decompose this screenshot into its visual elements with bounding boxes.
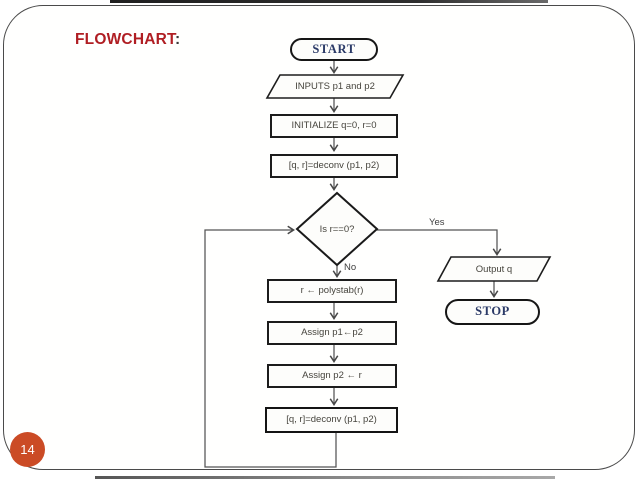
inputs-io-shape	[265, 74, 405, 99]
output-io-shape	[436, 256, 552, 282]
deconv2-text: [q, r]=deconv (p1, p2)	[286, 413, 377, 425]
previous-slide-edge	[110, 0, 548, 3]
output-text: Output q	[475, 263, 513, 275]
stop-terminator: STOP	[445, 299, 540, 325]
inputs-text: INPUTS p1 and p2	[295, 81, 375, 92]
start-terminator: START	[290, 38, 378, 61]
decision-text: Is r==0?	[319, 223, 355, 235]
edge-label-yes: Yes	[429, 217, 445, 228]
output-io-label: Output q	[438, 257, 550, 281]
polystab-process: r ← polystab(r)	[267, 279, 397, 303]
edge-label-no: No	[344, 262, 357, 273]
initialize-process: INITIALIZE q=0, r=0	[270, 114, 398, 138]
decision-label: Is r==0?	[297, 193, 377, 265]
page-title-colon: :	[174, 31, 181, 48]
page-number: 14	[20, 442, 35, 457]
stop-label: STOP	[475, 304, 510, 319]
assign-p2-process: Assign p2 ← r	[267, 364, 397, 388]
deconv1-process: [q, r]=deconv (p1, p2)	[270, 154, 398, 178]
deconv2-process: [q, r]=deconv (p1, p2)	[265, 407, 398, 433]
assign-p2-text: Assign p2 ← r	[302, 369, 362, 381]
decision-diamond-shape	[295, 191, 379, 267]
start-label: START	[312, 41, 356, 56]
initialize-text: INITIALIZE q=0, r=0	[291, 119, 377, 131]
assign-p1-process: Assign p1←p2	[267, 321, 397, 345]
arrow-loop-back	[204, 225, 337, 468]
next-slide-edge	[95, 476, 555, 479]
page-title-text: FLOWCHART	[75, 31, 175, 48]
arrow-yes-branch	[377, 229, 502, 256]
assign-p1-text: Assign p1←p2	[301, 326, 363, 338]
inputs-io-label: INPUTS p1 and p2	[267, 75, 403, 98]
deconv1-text: [q, r]=deconv (p1, p2)	[288, 159, 380, 171]
page-title: FLOWCHART:	[75, 31, 180, 49]
page-number-badge: 14	[10, 432, 45, 467]
polystab-text: r ← polystab(r)	[300, 284, 364, 296]
